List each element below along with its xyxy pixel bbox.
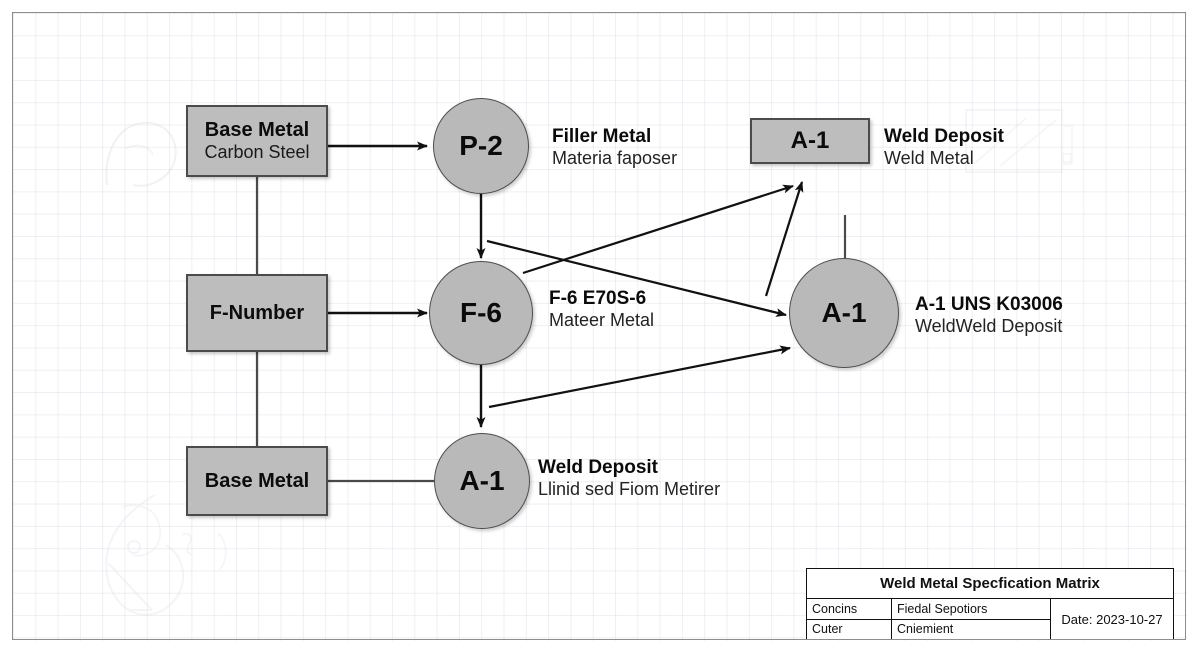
title-block-column-date: Date: 2023-10-27 (1051, 599, 1173, 639)
node-a1-box-top-label: A-1 (790, 127, 830, 154)
annotation-filler-metal: Filler Metal Materia faposer (552, 126, 677, 170)
node-f-number-title: F-Number (209, 301, 305, 324)
connector-f6-to-weld-deposit-top (522, 184, 794, 275)
node-a1-circle-right-label: A-1 (821, 297, 867, 328)
annotation-weld-deposit-top-sub: Weld Metal (884, 148, 974, 169)
annotation-a1-spec-sub: WeldWeld Deposit (915, 316, 1063, 337)
node-base-metal-top[interactable]: Base Metal Carbon Steel (186, 105, 328, 177)
annotation-f6-spec-sub: Mateer Metal (549, 310, 655, 331)
title-block: Weld Metal Specfication Matrix Concins C… (806, 568, 1174, 640)
node-base-metal-top-title: Base Metal (204, 119, 310, 142)
annotation-weld-deposit-top: Weld Deposit Weld Metal (884, 126, 1004, 170)
annotation-filler-metal-sub: Materia faposer (552, 148, 678, 169)
annotation-a1-spec: A-1 UNS K03006 WeldWeld Deposit (915, 294, 1063, 338)
node-p2-circle-label: P-2 (459, 130, 503, 161)
node-p2-circle[interactable]: P-2 (433, 98, 529, 194)
title-block-date: Date: 2023-10-27 (1061, 611, 1163, 627)
title-block-body: Concins Cuter Fiedal Sepotiors Cniemient… (807, 599, 1173, 639)
connector-a1-bottom-to-a1-right (488, 345, 791, 409)
annotation-weld-deposit-bottom-head: Weld Deposit (538, 457, 658, 478)
annotation-filler-metal-head: Filler Metal (552, 126, 652, 147)
node-a1-circle-bottom-label: A-1 (459, 465, 505, 496)
node-a1-box-top[interactable]: A-1 (750, 118, 870, 164)
title-block-row1-right: Fiedal Sepotiors (892, 599, 1050, 620)
node-a1-circle-bottom[interactable]: A-1 (434, 433, 530, 529)
annotation-weld-deposit-bottom: Weld Deposit Llinid sed Fiom Metirer (538, 457, 720, 501)
node-base-metal-top-subtitle: Carbon Steel (204, 141, 310, 162)
node-base-metal-bottom-title: Base Metal (204, 469, 310, 492)
title-block-title: Weld Metal Specfication Matrix (807, 569, 1173, 599)
annotation-f6-spec-head: F-6 E70S-6 (549, 288, 647, 309)
annotation-a1-spec-head: A-1 UNS K03006 (915, 294, 1063, 315)
node-f6-circle[interactable]: F-6 (429, 261, 533, 365)
node-f6-circle-label: F-6 (460, 297, 502, 328)
node-a1-circle-right[interactable]: A-1 (789, 258, 899, 368)
title-block-column-middle: Fiedal Sepotiors Cniemient (892, 599, 1051, 639)
annotation-weld-deposit-bottom-sub: Llinid sed Fiom Metirer (538, 479, 721, 500)
title-block-row1-left: Concins (807, 599, 891, 620)
annotation-f6-spec: F-6 E70S-6 Mateer Metal (549, 288, 654, 332)
title-block-row2-right: Cniemient (897, 622, 954, 637)
annotation-weld-deposit-top-head: Weld Deposit (884, 126, 1004, 147)
node-f-number[interactable]: F-Number (186, 274, 328, 352)
connector-a1-right-to-weld-deposit-top (764, 181, 804, 297)
node-base-metal-bottom[interactable]: Base Metal (186, 446, 328, 516)
title-block-column-left: Concins Cuter (807, 599, 892, 639)
title-block-row2-left: Cuter (812, 622, 843, 637)
